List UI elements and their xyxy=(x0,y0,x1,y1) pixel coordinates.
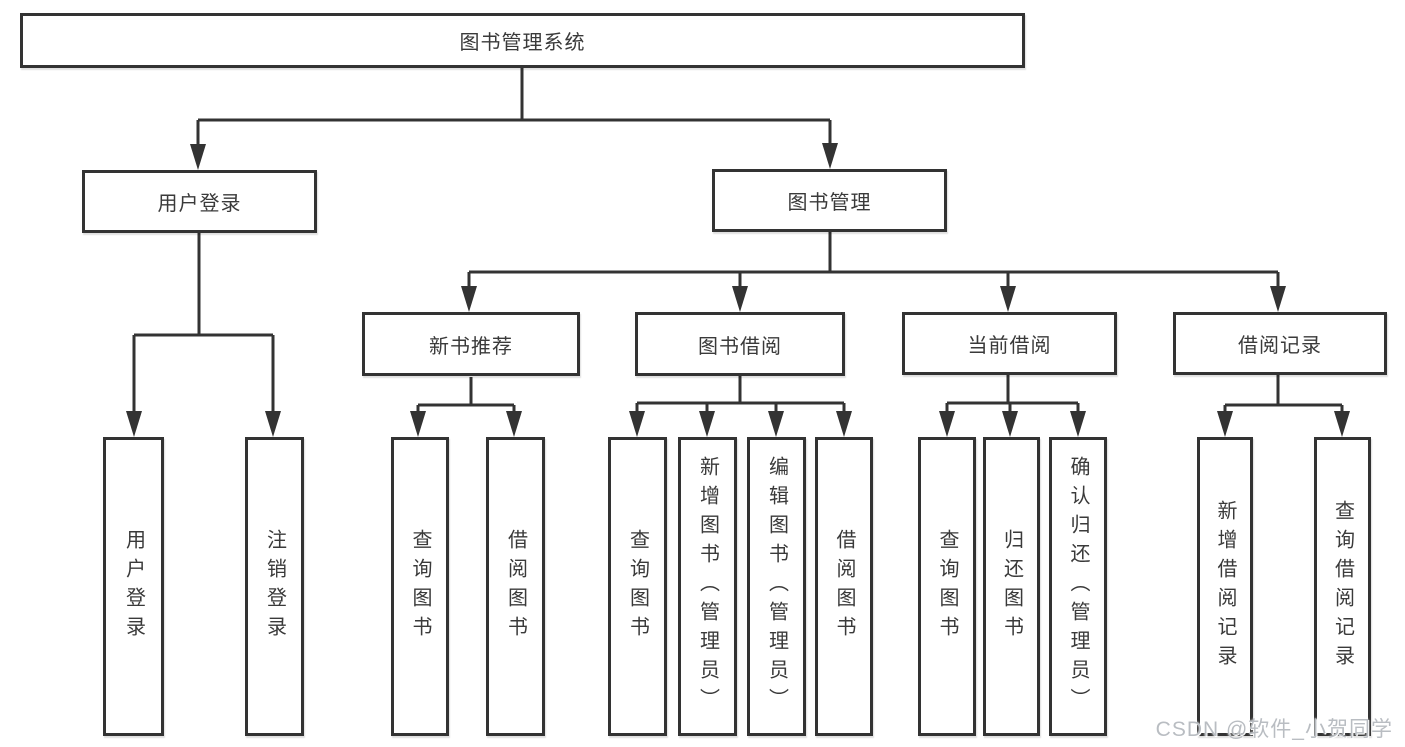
node-label: 图书管理 xyxy=(787,192,872,214)
node-book-borrowing: 图书借阅 xyxy=(635,312,845,376)
leaf-query-books-recommend: 查询图书 xyxy=(391,437,449,736)
node-label: 确认归还（管理员） xyxy=(1067,456,1089,717)
node-label: 用户登录 xyxy=(157,193,242,215)
node-book-management: 图书管理 xyxy=(712,169,947,232)
csdn-watermark: CSDN @软件_小贺同学 xyxy=(1155,718,1393,741)
leaf-user-login: 用户登录 xyxy=(103,437,164,736)
node-label: 借阅图书 xyxy=(833,528,855,645)
node-label: 查询借阅记录 xyxy=(1331,499,1354,674)
node-label: 注销登录 xyxy=(263,528,286,645)
leaf-borrow-books-borrowing: 借阅图书 xyxy=(815,437,873,736)
node-label: 图书借阅 xyxy=(698,335,782,358)
node-label: 查询图书 xyxy=(626,528,649,645)
leaf-logout: 注销登录 xyxy=(245,437,304,736)
node-borrowing-records: 借阅记录 xyxy=(1173,312,1387,375)
leaf-query-books-current: 查询图书 xyxy=(918,437,976,736)
node-label: 借阅记录 xyxy=(1238,335,1322,357)
leaf-borrow-books-recommend: 借阅图书 xyxy=(486,437,545,736)
node-label: 借阅图书 xyxy=(504,528,527,645)
connector-arrowheads xyxy=(126,143,1350,437)
node-label: 当前借阅 xyxy=(967,335,1052,357)
node-label: 查询图书 xyxy=(936,528,958,645)
node-label: 归还图书 xyxy=(1000,528,1023,645)
node-library-system: 图书管理系统 xyxy=(20,13,1025,68)
leaf-query-borrow-record: 查询借阅记录 xyxy=(1314,437,1371,736)
leaf-edit-book-admin: 编辑图书（管理员） xyxy=(747,437,806,736)
node-label: 新书推荐 xyxy=(429,335,513,358)
node-label: 查询图书 xyxy=(409,528,431,645)
node-user-login: 用户登录 xyxy=(82,170,317,233)
leaf-confirm-return-admin: 确认归还（管理员） xyxy=(1049,437,1107,736)
leaf-return-books: 归还图书 xyxy=(983,437,1040,736)
node-label: 编辑图书（管理员） xyxy=(765,456,788,717)
node-new-book-recommend: 新书推荐 xyxy=(362,312,580,376)
leaf-add-borrow-record: 新增借阅记录 xyxy=(1197,437,1253,736)
node-label: 新增借阅记录 xyxy=(1214,499,1236,674)
node-current-borrowing: 当前借阅 xyxy=(902,312,1117,375)
leaf-query-books-borrowing: 查询图书 xyxy=(608,437,667,736)
node-label: 图书管理系统 xyxy=(459,32,586,54)
leaf-add-book-admin: 新增图书（管理员） xyxy=(678,437,737,736)
node-label: 新增图书（管理员） xyxy=(696,456,719,717)
node-label: 用户登录 xyxy=(122,528,145,645)
